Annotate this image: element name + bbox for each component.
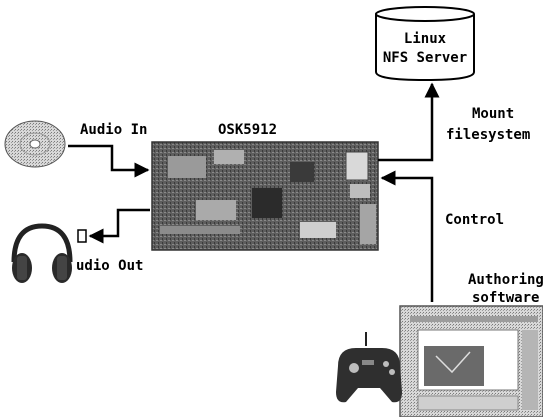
mount-connector bbox=[378, 84, 432, 160]
board-label: OSK5912 bbox=[218, 122, 277, 138]
cd-icon bbox=[5, 121, 65, 167]
audio-out-label: udio Out bbox=[76, 258, 143, 274]
pc-label-line1: Authoring bbox=[468, 272, 543, 288]
headphones-icon bbox=[12, 226, 72, 283]
audio-out-connector bbox=[78, 210, 150, 242]
nfs-server-node: Linux NFS Server bbox=[376, 7, 474, 80]
control-label: Control bbox=[445, 212, 504, 228]
circuit-board-icon bbox=[152, 142, 378, 250]
server-label-line1: Linux bbox=[404, 31, 447, 47]
server-label-line2: NFS Server bbox=[383, 50, 467, 66]
audio-in-connector bbox=[68, 146, 148, 170]
control-connector bbox=[382, 178, 432, 302]
pc-label-line2: software bbox=[472, 290, 539, 306]
gamepad-icon bbox=[336, 332, 402, 402]
mount-label-line2: filesystem bbox=[446, 127, 530, 143]
mount-label-line1: Mount bbox=[472, 106, 514, 122]
computer-icon bbox=[400, 306, 543, 417]
audio-in-label: Audio In bbox=[80, 122, 147, 138]
